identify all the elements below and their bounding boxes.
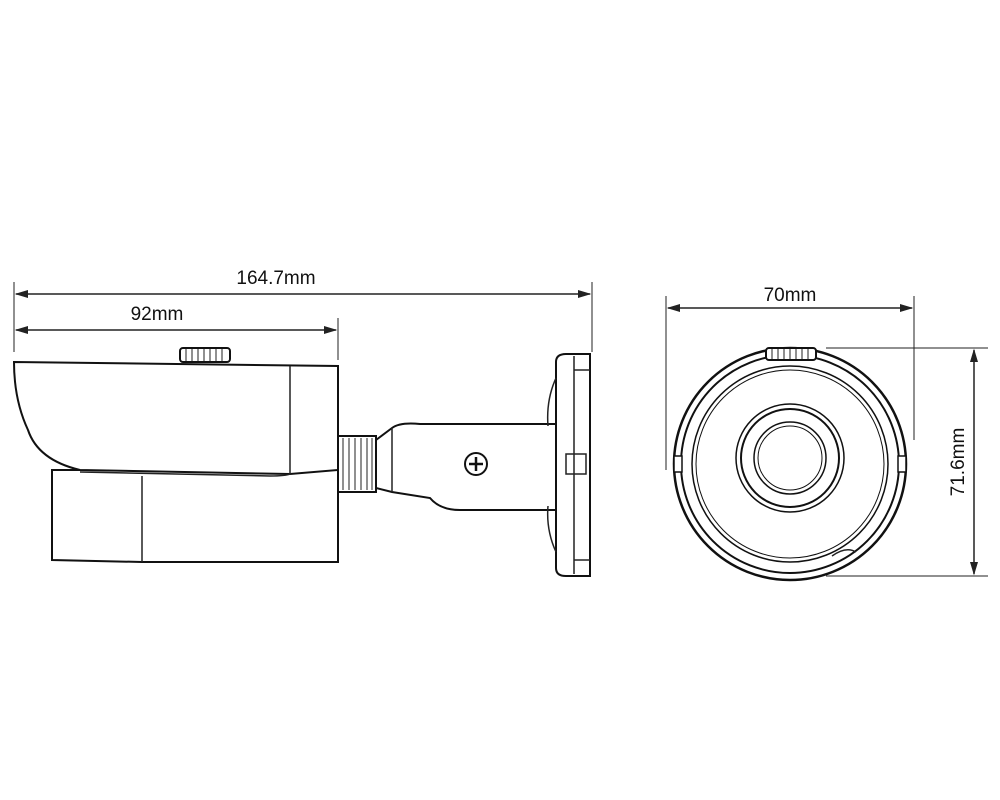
housing-length-label: 92mm [131,304,184,325]
threaded-joint [337,435,377,493]
thumb-screw-icon [179,347,231,363]
lens-outer [735,403,845,513]
camera-sunshield [12,360,339,476]
dimension-front-height: 71.6mm [826,347,988,577]
total-length-label: 164.7mm [236,268,315,289]
mount-base [555,353,591,577]
lens-glass [753,421,827,495]
dimension-total-length: 164.7mm [13,268,593,352]
dimension-housing-length: 92mm [14,304,339,360]
lens-bezel [740,408,840,508]
front-width-label: 70mm [764,285,817,306]
front-thumb-screw-icon [765,347,817,361]
front-height-label: 71.6mm [948,428,969,497]
camera-front-view [672,346,908,582]
dimension-front-width: 70mm [665,285,915,470]
camera-lower-body [51,469,339,563]
camera-side-view [12,347,591,577]
screw-head-icon [464,452,488,476]
